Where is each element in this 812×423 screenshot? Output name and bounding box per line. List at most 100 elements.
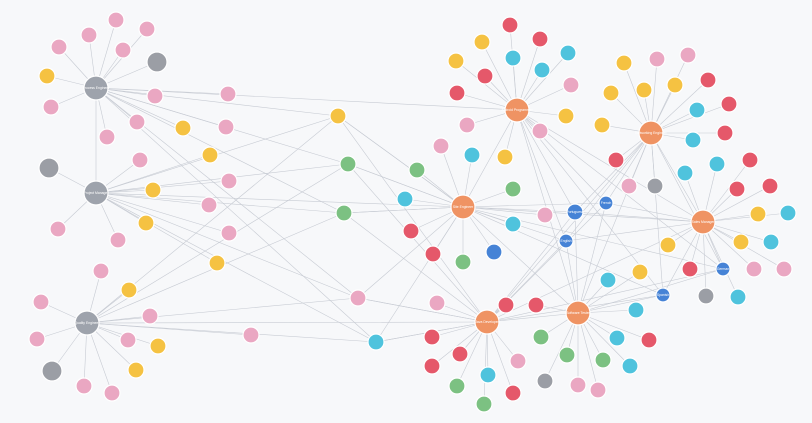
hub-node-android-programmer[interactable] — [504, 97, 530, 123]
graph-node[interactable] — [531, 122, 549, 140]
graph-node[interactable] — [41, 360, 63, 382]
graph-node[interactable] — [504, 215, 522, 233]
graph-node[interactable] — [607, 151, 625, 169]
graph-node[interactable] — [485, 243, 503, 261]
graph-node[interactable] — [220, 172, 238, 190]
graph-node[interactable] — [146, 51, 168, 73]
graph-node[interactable] — [217, 118, 235, 136]
graph-node[interactable] — [32, 293, 50, 311]
graph-node[interactable] — [615, 54, 633, 72]
graph-node[interactable] — [728, 180, 746, 198]
graph-node[interactable] — [504, 49, 522, 67]
graph-node[interactable] — [141, 307, 159, 325]
graph-node[interactable] — [200, 196, 218, 214]
graph-node[interactable] — [594, 351, 612, 369]
graph-node[interactable] — [428, 294, 446, 312]
graph-node[interactable] — [463, 146, 481, 164]
graph-node[interactable] — [367, 333, 385, 351]
graph-node[interactable] — [38, 157, 60, 179]
graph-node[interactable] — [458, 116, 476, 134]
graph-node[interactable] — [676, 164, 694, 182]
graph-node[interactable] — [120, 281, 138, 299]
graph-node[interactable] — [646, 177, 664, 195]
graph-node[interactable] — [533, 61, 551, 79]
graph-node[interactable] — [219, 85, 237, 103]
graph-node[interactable] — [75, 377, 93, 395]
graph-node[interactable] — [349, 289, 367, 307]
graph-node[interactable] — [38, 67, 56, 85]
graph-node[interactable] — [42, 98, 60, 116]
graph-node[interactable] — [220, 224, 238, 242]
graph-node[interactable] — [119, 331, 137, 349]
graph-node[interactable] — [558, 346, 576, 364]
graph-node[interactable] — [627, 301, 645, 319]
graph-node[interactable] — [49, 220, 67, 238]
graph-node[interactable] — [708, 155, 726, 173]
graph-node[interactable] — [80, 26, 98, 44]
graph-node[interactable] — [593, 116, 611, 134]
graph-node[interactable] — [329, 107, 347, 125]
graph-node[interactable] — [208, 254, 226, 272]
graph-node[interactable] — [128, 113, 146, 131]
graph-node[interactable] — [608, 329, 626, 347]
graph-node[interactable] — [681, 260, 699, 278]
graph-node[interactable] — [432, 137, 450, 155]
graph-node[interactable] — [557, 107, 575, 125]
hub-node-quality-engineer[interactable] — [74, 310, 100, 336]
graph-node[interactable] — [732, 233, 750, 251]
graph-node[interactable] — [562, 76, 580, 94]
hub-node-networking-engineer[interactable] — [638, 120, 664, 146]
graph-node[interactable] — [50, 38, 68, 56]
graph-node[interactable] — [745, 260, 763, 278]
graph-node[interactable] — [559, 44, 577, 62]
graph-node[interactable] — [335, 204, 353, 222]
graph-node[interactable] — [527, 296, 545, 314]
language-node[interactable] — [715, 261, 731, 277]
language-node[interactable] — [598, 195, 614, 211]
graph-node[interactable] — [599, 271, 617, 289]
hub-node-site-engineer[interactable] — [450, 194, 476, 220]
graph-node[interactable] — [779, 204, 797, 222]
graph-node[interactable] — [659, 236, 677, 254]
graph-node[interactable] — [762, 233, 780, 251]
graph-node[interactable] — [479, 366, 497, 384]
graph-node[interactable] — [454, 253, 472, 271]
graph-node[interactable] — [475, 395, 493, 413]
hub-node-software-tester[interactable] — [565, 300, 591, 326]
graph-node[interactable] — [620, 177, 638, 195]
graph-node[interactable] — [602, 84, 620, 102]
graph-node[interactable] — [127, 361, 145, 379]
graph-node[interactable] — [761, 177, 779, 195]
graph-node[interactable] — [473, 33, 491, 51]
graph-node[interactable] — [448, 84, 466, 102]
graph-node[interactable] — [509, 352, 527, 370]
graph-node[interactable] — [408, 161, 426, 179]
graph-node[interactable] — [242, 326, 260, 344]
graph-node[interactable] — [137, 214, 155, 232]
graph-node[interactable] — [174, 119, 192, 137]
graph-node[interactable] — [666, 76, 684, 94]
hub-node-sales-manager[interactable] — [690, 209, 716, 235]
graph-node[interactable] — [114, 41, 132, 59]
graph-node[interactable] — [144, 181, 162, 199]
language-node[interactable] — [558, 233, 574, 249]
graph-node[interactable] — [476, 67, 494, 85]
graph-node[interactable] — [109, 231, 127, 249]
graph-node[interactable] — [621, 357, 639, 375]
language-node[interactable] — [655, 287, 671, 303]
graph-node[interactable] — [423, 328, 441, 346]
graph-node[interactable] — [396, 190, 414, 208]
graph-node[interactable] — [531, 30, 549, 48]
graph-node[interactable] — [536, 372, 554, 390]
graph-node[interactable] — [648, 50, 666, 68]
graph-node[interactable] — [749, 205, 767, 223]
graph-node[interactable] — [131, 151, 149, 169]
graph-node[interactable] — [451, 345, 469, 363]
language-node[interactable] — [566, 203, 584, 221]
graph-node[interactable] — [28, 330, 46, 348]
graph-node[interactable] — [496, 148, 514, 166]
graph-node[interactable] — [679, 46, 697, 64]
hub-node-project-manager[interactable] — [83, 180, 109, 206]
graph-node[interactable] — [504, 180, 522, 198]
